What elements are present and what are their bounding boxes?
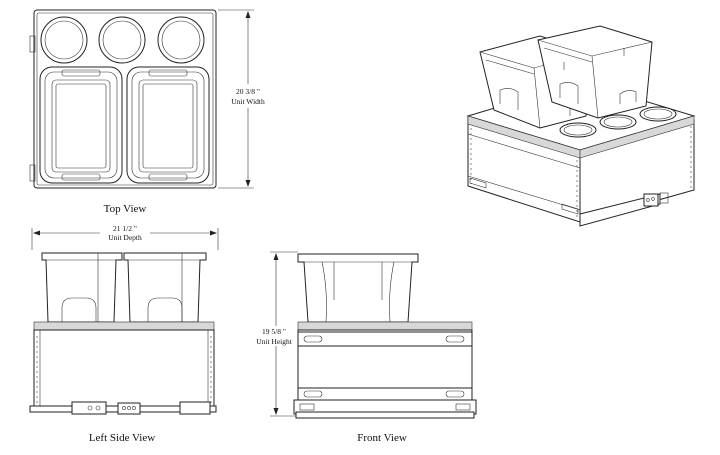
front-view-title: Front View <box>357 432 407 444</box>
left-side-view-title: Left Side View <box>89 432 155 444</box>
unit-width-value: 20 3/8 " <box>236 87 260 96</box>
front-view: 19 5/8 " Unit Height Front View <box>252 251 477 444</box>
unit-width-label: Unit Width <box>231 97 265 106</box>
left-side-view: 21 1/2 " Unit Depth Left Side View <box>29 224 219 444</box>
unit-depth-value: 21 1/2 " <box>113 224 137 233</box>
top-view: 20 3/8 " Unit Width Top View <box>29 9 270 215</box>
top-view-title: Top View <box>104 203 147 215</box>
isometric-view <box>466 25 696 227</box>
unit-height-label: Unit Height <box>256 337 293 346</box>
unit-depth-label: Unit Depth <box>108 233 142 242</box>
unit-height-value: 19 5/8 " <box>262 327 286 336</box>
